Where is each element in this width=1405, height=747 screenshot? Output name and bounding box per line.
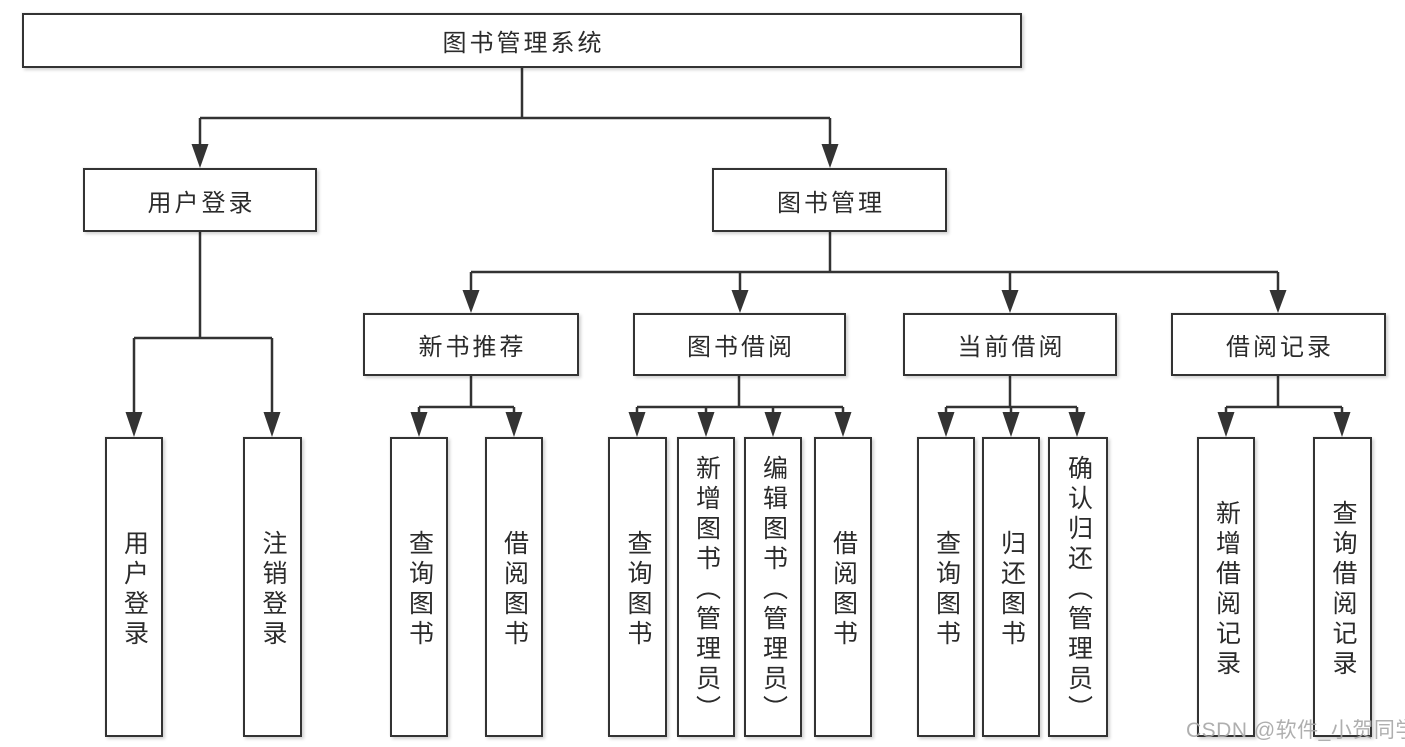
node-new-book-recommend-label: 新书推荐 xyxy=(418,334,527,361)
leaf-edit-book-admin-label: 编辑图书（管理员） xyxy=(759,454,788,725)
leaf-add-borrow-record: 新增借阅记录 xyxy=(1197,437,1255,737)
leaf-logout: 注销登录 xyxy=(243,437,302,737)
leaf-borrow-book-1-label: 借阅图书 xyxy=(500,529,529,650)
csdn-watermark: CSDN @软件_小贺同学 xyxy=(1186,719,1405,742)
node-borrow-records: 借阅记录 xyxy=(1171,313,1386,376)
leaf-add-book-admin: 新增图书（管理员） xyxy=(677,437,735,737)
node-book-management-label: 图书管理 xyxy=(777,189,885,217)
node-new-book-recommend: 新书推荐 xyxy=(363,313,579,376)
node-borrow-records-label: 借阅记录 xyxy=(1226,334,1334,361)
node-current-borrow-label: 当前借阅 xyxy=(957,334,1066,361)
leaf-return-book-label: 归还图书 xyxy=(997,529,1026,650)
node-book-management: 图书管理 xyxy=(712,168,947,232)
leaf-query-borrow-record: 查询借阅记录 xyxy=(1313,437,1372,737)
leaf-query-book-2: 查询图书 xyxy=(608,437,667,737)
leaf-user-login-label: 用户登录 xyxy=(120,529,149,650)
node-user-login: 用户登录 xyxy=(83,168,317,232)
leaf-query-book-1: 查询图书 xyxy=(390,437,448,737)
node-current-borrow: 当前借阅 xyxy=(903,313,1117,376)
leaf-add-borrow-record-label: 新增借阅记录 xyxy=(1212,499,1241,680)
leaf-borrow-book-1: 借阅图书 xyxy=(485,437,543,737)
leaf-logout-label: 注销登录 xyxy=(259,529,287,650)
leaf-query-book-3-label: 查询图书 xyxy=(932,529,961,650)
node-book-borrow-label: 图书借阅 xyxy=(687,334,795,361)
leaf-borrow-book-2-label: 借阅图书 xyxy=(829,529,858,650)
node-user-login-label: 用户登录 xyxy=(147,189,256,217)
leaf-query-book-1-label: 查询图书 xyxy=(405,529,434,650)
leaf-query-book-2-label: 查询图书 xyxy=(624,529,652,650)
leaf-confirm-return-admin: 确认归还（管理员） xyxy=(1048,437,1108,737)
leaf-confirm-return-admin-label: 确认归还（管理员） xyxy=(1064,454,1093,725)
leaf-add-book-admin-label: 新增图书（管理员） xyxy=(692,454,721,725)
leaf-edit-book-admin: 编辑图书（管理员） xyxy=(744,437,802,737)
node-root: 图书管理系统 xyxy=(22,13,1022,68)
leaf-query-book-3: 查询图书 xyxy=(917,437,975,737)
leaf-query-borrow-record-label: 查询借阅记录 xyxy=(1329,499,1357,680)
leaf-borrow-book-2: 借阅图书 xyxy=(814,437,872,737)
leaf-return-book: 归还图书 xyxy=(982,437,1040,737)
leaf-user-login: 用户登录 xyxy=(105,437,163,737)
node-root-label: 图书管理系统 xyxy=(442,30,605,57)
node-book-borrow: 图书借阅 xyxy=(633,313,846,376)
